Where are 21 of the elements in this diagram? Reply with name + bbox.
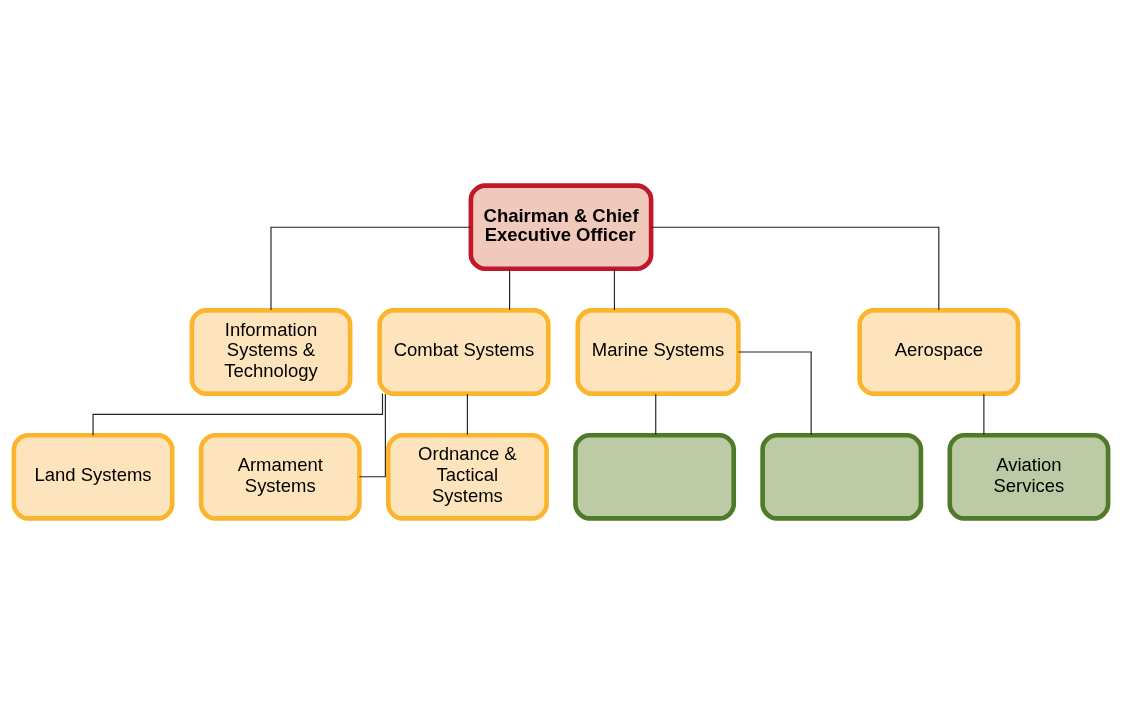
connector bbox=[738, 350, 812, 435]
node-box: Land Systems bbox=[11, 432, 175, 521]
connector bbox=[983, 392, 985, 435]
node-box bbox=[573, 432, 737, 521]
node-box: Aerospace bbox=[857, 307, 1021, 396]
node-box: Armament Systems bbox=[198, 432, 362, 521]
node-box: Ordnance & Tactical Systems bbox=[385, 432, 549, 521]
connector bbox=[613, 268, 616, 311]
node-box: Information Systems & Technology bbox=[189, 307, 353, 396]
connector bbox=[270, 226, 472, 311]
connector bbox=[358, 392, 386, 477]
connector bbox=[92, 392, 384, 436]
connector bbox=[655, 392, 657, 435]
node-box: Combat Systems bbox=[377, 307, 551, 396]
connector bbox=[650, 226, 940, 311]
node-box bbox=[760, 432, 924, 521]
node-box: Aviation Services bbox=[947, 432, 1111, 521]
node-box: Chairman & Chief Executive Officer bbox=[468, 182, 654, 271]
connector bbox=[466, 392, 468, 435]
connector bbox=[509, 268, 511, 311]
node-box: Marine Systems bbox=[575, 307, 741, 396]
